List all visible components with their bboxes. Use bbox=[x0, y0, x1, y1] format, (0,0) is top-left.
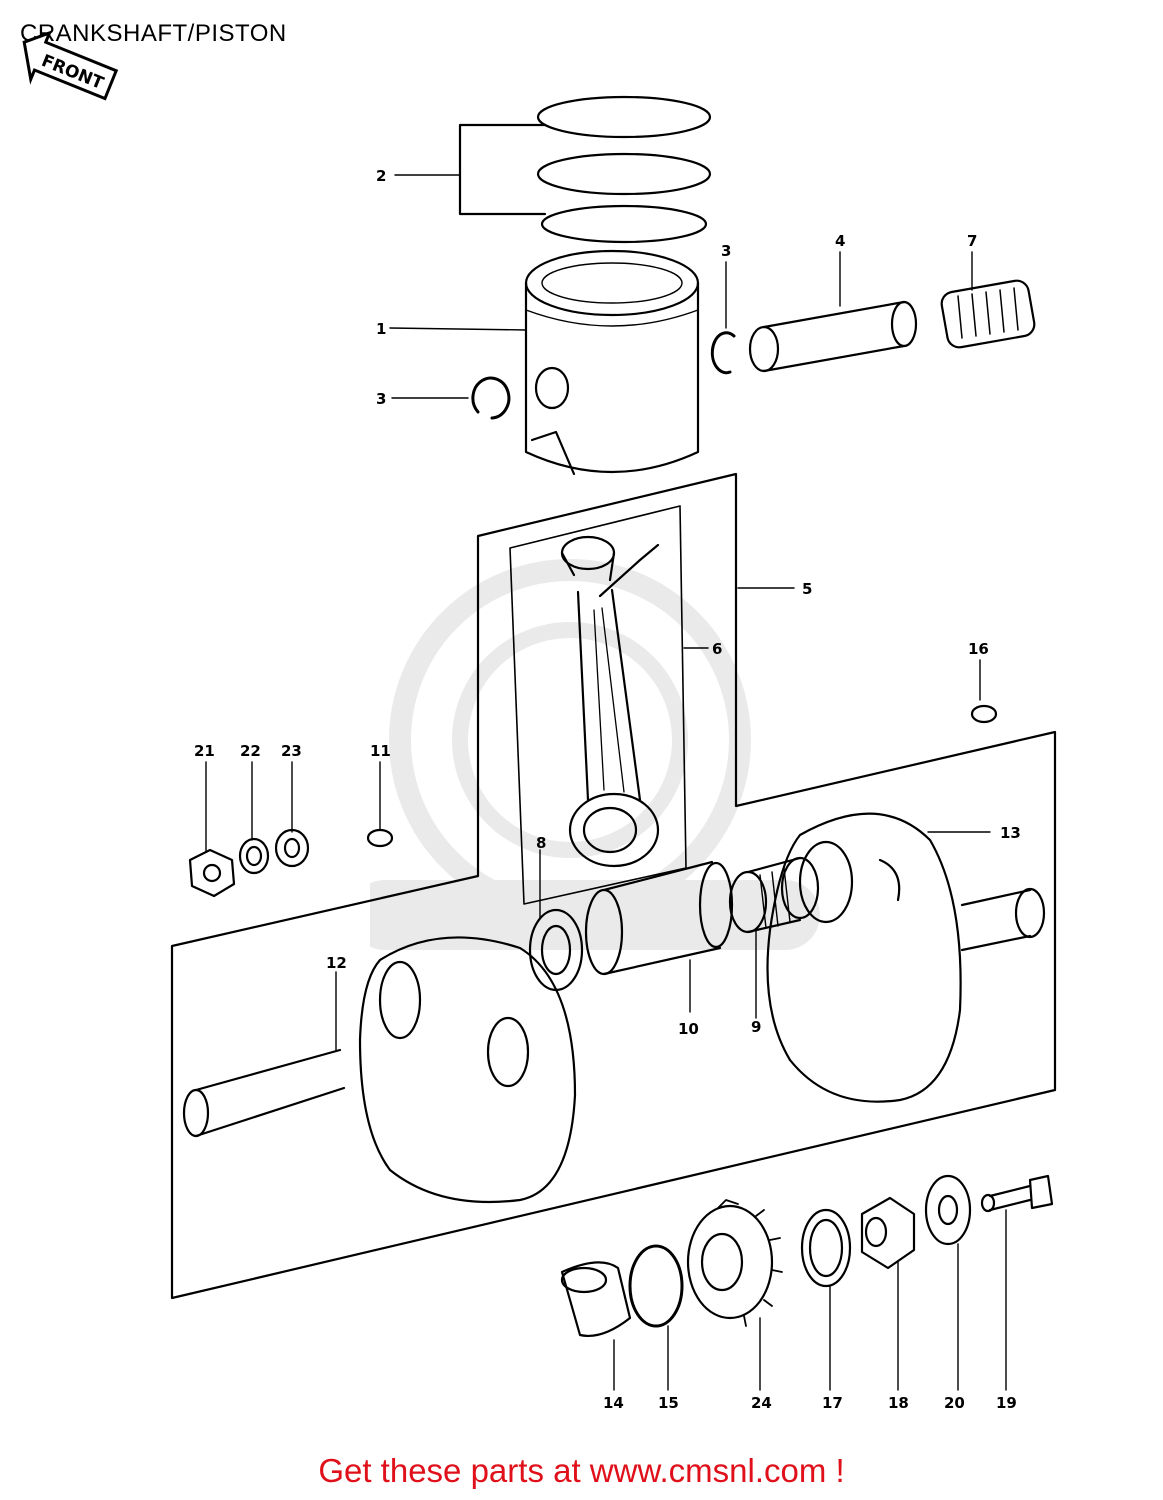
small-end-needle-bearing bbox=[940, 279, 1036, 349]
callout-3b: 3 bbox=[721, 242, 731, 260]
callout-11: 11 bbox=[370, 742, 391, 760]
callout-15: 15 bbox=[658, 1394, 679, 1412]
leader-lines bbox=[205, 174, 1007, 1391]
circlip-right bbox=[710, 331, 736, 375]
front-direction-arrow-icon: FRONT bbox=[22, 30, 119, 101]
callout-16: 16 bbox=[968, 640, 989, 658]
nut-and-washers-left bbox=[188, 828, 310, 898]
spacer-washer bbox=[800, 1208, 852, 1288]
callout-17: 17 bbox=[822, 1394, 843, 1412]
callout-21: 21 bbox=[194, 742, 215, 760]
callout-10: 10 bbox=[678, 1020, 699, 1038]
o-ring bbox=[628, 1244, 684, 1328]
piston bbox=[524, 249, 700, 476]
callout-13: 13 bbox=[1000, 824, 1021, 842]
callout-23: 23 bbox=[281, 742, 302, 760]
callout-18: 18 bbox=[888, 1394, 909, 1412]
big-end-needle-bearing bbox=[728, 856, 820, 934]
woodruff-key-right bbox=[970, 704, 998, 724]
callout-24: 24 bbox=[751, 1394, 772, 1412]
footer-link-banner[interactable]: Get these parts at www.cmsnl.com ! bbox=[318, 1452, 845, 1489]
circlip-left bbox=[471, 376, 511, 420]
thrust-washer bbox=[528, 908, 584, 992]
crank-pin bbox=[584, 860, 734, 976]
callout-7: 7 bbox=[967, 232, 977, 250]
crank-nut bbox=[860, 1196, 916, 1270]
left-crank-flywheel bbox=[182, 936, 577, 1204]
crankshaft-assembly-outline bbox=[170, 472, 1057, 1300]
oil-seal-collar bbox=[560, 1261, 632, 1337]
callout-19: 19 bbox=[996, 1394, 1017, 1412]
bolt bbox=[980, 1174, 1054, 1213]
callout-12: 12 bbox=[326, 954, 347, 972]
connecting-rod bbox=[560, 535, 660, 868]
lock-washer bbox=[924, 1174, 972, 1246]
callout-4: 4 bbox=[835, 232, 845, 250]
callout-20: 20 bbox=[944, 1394, 965, 1412]
callout-9: 9 bbox=[751, 1018, 761, 1036]
drive-gear bbox=[686, 1199, 783, 1327]
callout-5: 5 bbox=[802, 580, 812, 598]
callout-2: 2 bbox=[376, 167, 386, 185]
callout-6: 6 bbox=[712, 640, 722, 658]
right-crank-flywheel bbox=[766, 812, 1046, 1103]
piston-pin bbox=[748, 300, 918, 373]
callout-3a: 3 bbox=[376, 390, 386, 408]
woodruff-key-left bbox=[366, 828, 394, 848]
callout-1: 1 bbox=[376, 320, 386, 338]
callout-14: 14 bbox=[603, 1394, 624, 1412]
piston-rings bbox=[458, 95, 712, 244]
page-title: CRANKSHAFT/PISTON bbox=[20, 20, 287, 47]
callout-8: 8 bbox=[536, 834, 546, 852]
callout-22: 22 bbox=[240, 742, 261, 760]
